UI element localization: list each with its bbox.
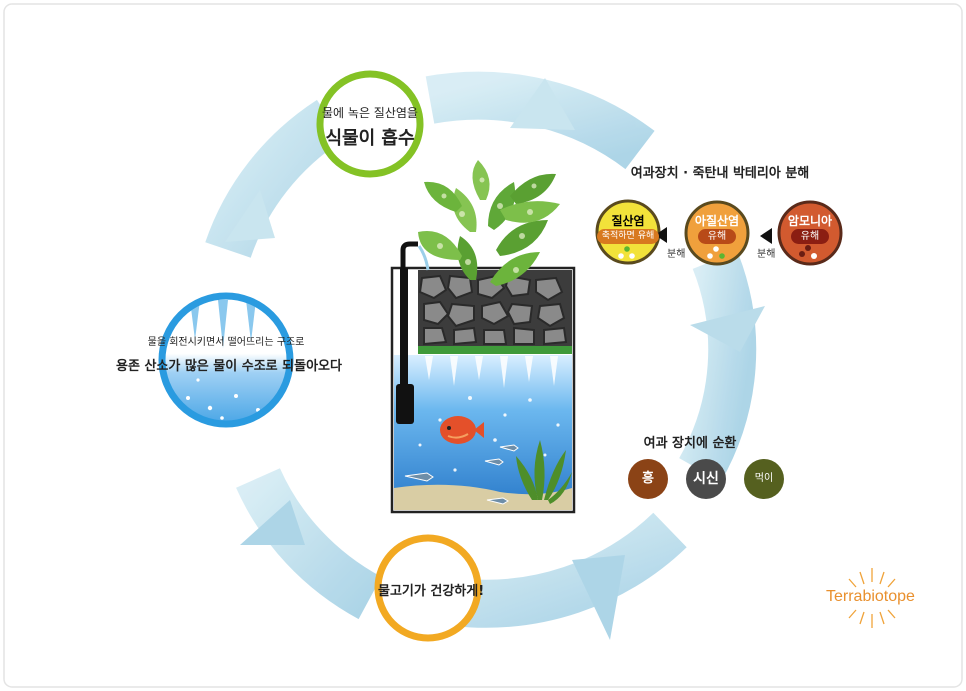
nitrite-label: 아질산염: [694, 214, 740, 228]
oxygen-circle-title: 용존 산소가 많은 물이 수조로 되돌아오다: [116, 359, 342, 374]
food-item: 먹이: [744, 459, 784, 499]
arrow-left-icon: [655, 227, 667, 243]
ammonia-label: 암모니아: [787, 214, 833, 228]
cycle-ring: [205, 71, 765, 640]
arrow-left-icon: [760, 228, 772, 244]
discus-fish-icon: [440, 416, 484, 444]
bacteria-title: 여과장치 · 죽탄내 박테리아 분해: [630, 166, 810, 181]
decompose-label: 분해: [667, 249, 686, 260]
fish-circle-title: 물고기가 건강하게!: [378, 584, 485, 599]
nitrite-harm-badge: 유해: [698, 229, 736, 244]
oxygen-circle: [158, 292, 294, 428]
aquatic-plant-icon: [516, 440, 572, 504]
brand-name: Terrabiotope: [826, 588, 915, 605]
nitrate-harm-badge: 축적하면 유해: [597, 229, 659, 244]
plant-circle-caption: 물에 녹은 질산염을: [322, 106, 418, 120]
sun-logo-icon: [848, 568, 896, 628]
cycle-title: 여과 장치에 순환: [643, 436, 737, 451]
nitrate-label: 질산염: [611, 214, 645, 228]
oxygen-circle-caption: 물을 회전시키면서 떨어뜨리는 구조로: [147, 337, 305, 348]
ammonia-harm-badge: 유해: [791, 229, 829, 244]
fish-healthy-circle: [374, 534, 482, 642]
plant-circle-title: 식물이 흡수: [325, 128, 415, 149]
pothos-plant-icon: [418, 160, 560, 286]
decompose-label: 분해: [757, 249, 776, 260]
aquarium: [390, 160, 576, 514]
corpse-item: 시신: [686, 459, 726, 499]
soil-item: 흥: [628, 459, 668, 499]
plant-absorb-circle: [316, 70, 424, 178]
